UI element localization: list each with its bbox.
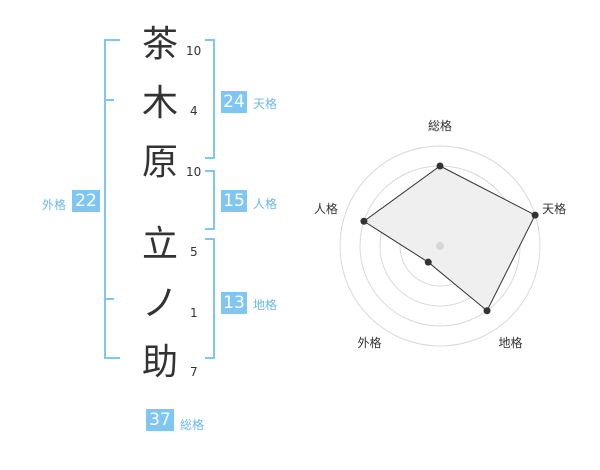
radar-axis-label: 地格 (499, 335, 523, 350)
radar-point-地格 (483, 307, 491, 315)
chikaku-label: 地格 (253, 298, 278, 312)
chikaku-value: 13 (221, 292, 247, 314)
stroke-count: 4 (190, 104, 198, 118)
name-char-4: 立 (142, 224, 179, 265)
jinkaku-value: 15 (221, 190, 247, 212)
radar-center-dot (436, 242, 444, 250)
gaikaku-label: 外格 (42, 198, 67, 212)
stroke-count: 10 (186, 165, 202, 179)
radar-ring (339, 145, 541, 347)
radar-axis-label: 外格 (357, 335, 381, 350)
name-char-3: 原 (142, 142, 179, 183)
soukaku-label: 総格 (180, 418, 205, 432)
tenkaku-value: 24 (221, 91, 247, 113)
name-char-5: ノ (142, 283, 179, 324)
name-char-1: 茶 (142, 24, 179, 65)
gaikaku-value: 22 (72, 190, 100, 212)
radar-axis-label: 天格 (542, 201, 566, 216)
name-char-2: 木 (142, 83, 179, 124)
name-char-6: 助 (142, 342, 179, 383)
radar-point-天格 (531, 211, 539, 219)
radar-point-総格 (436, 162, 444, 170)
soukaku-value: 37 (146, 409, 174, 431)
stroke-count: 10 (186, 44, 202, 58)
radar-points (360, 162, 539, 315)
stroke-count: 7 (190, 365, 198, 379)
radar-point-外格 (424, 258, 432, 266)
radar-axis-label: 人格 (314, 201, 338, 216)
radar-axis-label: 総格 (428, 118, 452, 133)
stroke-count: 5 (190, 245, 198, 259)
radar-point-人格 (360, 217, 368, 225)
tenkaku-label: 天格 (253, 97, 278, 111)
radar-series-area (363, 165, 536, 312)
jinkaku-label: 人格 (253, 197, 278, 211)
stroke-count: 1 (190, 306, 198, 320)
